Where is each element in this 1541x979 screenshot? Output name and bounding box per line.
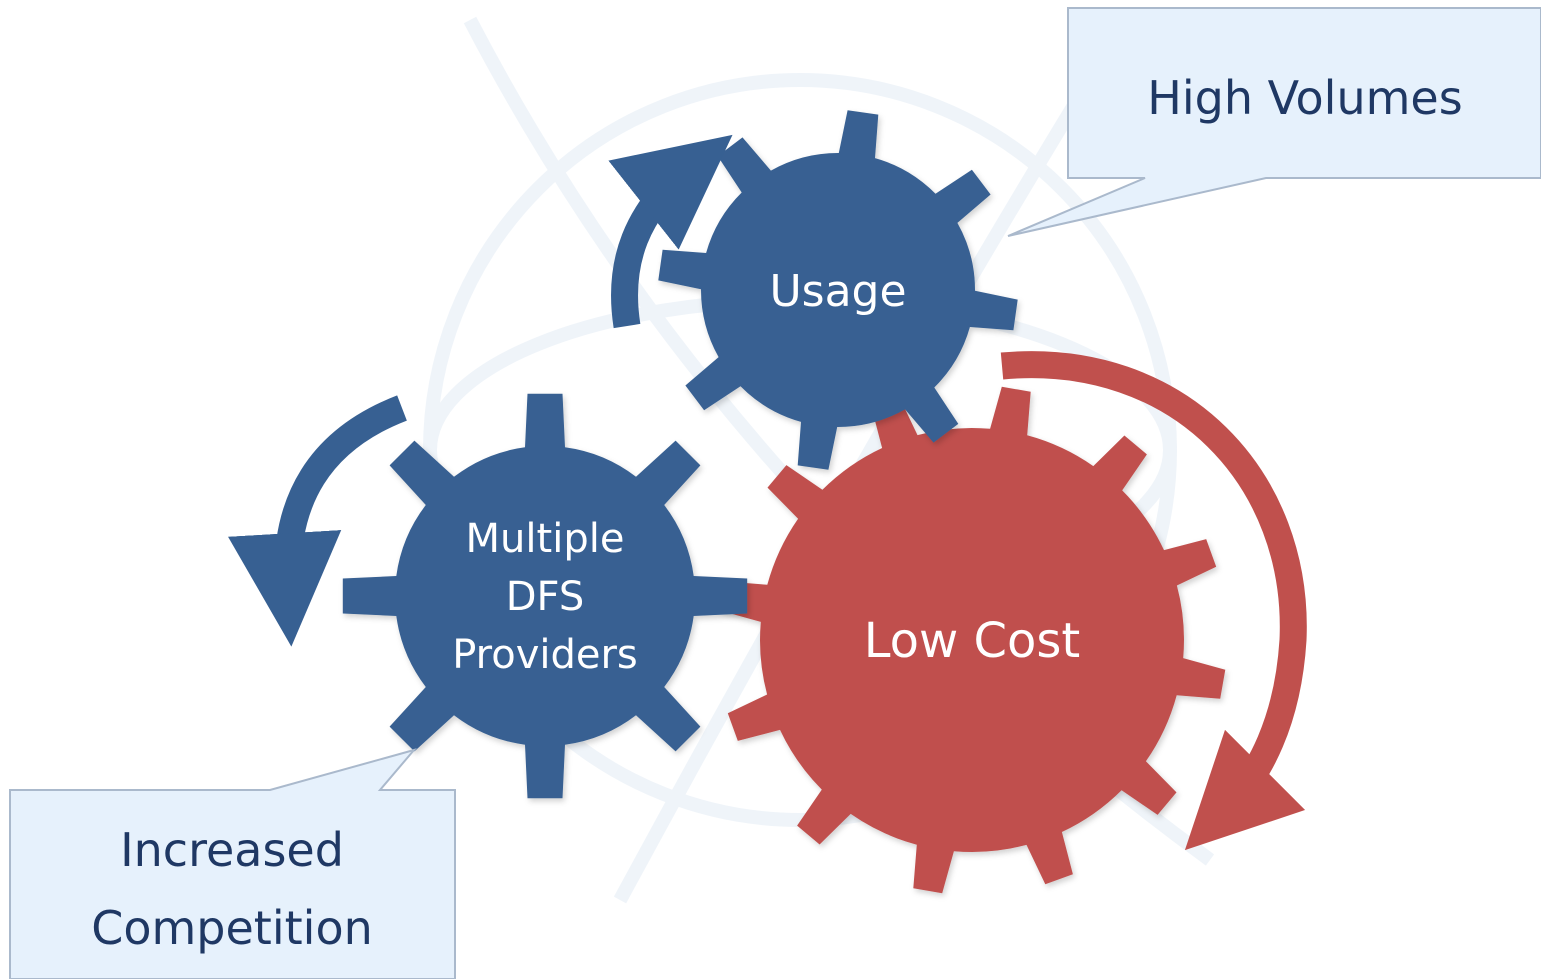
high-volumes-text: High Volumes xyxy=(1147,71,1462,125)
usage-label: Usage xyxy=(769,266,906,317)
cost-rotation-arrow-icon xyxy=(1000,351,1307,851)
increased-competition-callout-shape xyxy=(9,748,456,979)
providers-label-line-3: Providers xyxy=(452,632,638,678)
usage-rotation-arrow-icon xyxy=(608,134,733,329)
low-cost-gear: Low Cost xyxy=(718,386,1226,894)
competition-text-line-2: Competition xyxy=(91,901,373,955)
providers-label-line-2: DFS xyxy=(506,574,585,620)
high-volumes-callout-shape xyxy=(1007,7,1541,237)
high-volumes-callout: High Volumes xyxy=(1007,7,1541,237)
usage-gear: Usage xyxy=(658,110,1018,470)
low-cost-label: Low Cost xyxy=(864,613,1081,669)
low-cost-gear-shape xyxy=(718,386,1226,894)
providers-gear: Multiple DFS Providers xyxy=(342,393,748,799)
usage-gear-shape xyxy=(658,110,1018,470)
providers-rotation-arrow-icon xyxy=(228,395,408,647)
competition-text-line-1: Increased xyxy=(120,823,344,877)
providers-label-line-1: Multiple xyxy=(466,516,625,562)
increased-competition-callout: Increased Competition xyxy=(9,748,456,979)
providers-gear-shape xyxy=(342,393,748,799)
